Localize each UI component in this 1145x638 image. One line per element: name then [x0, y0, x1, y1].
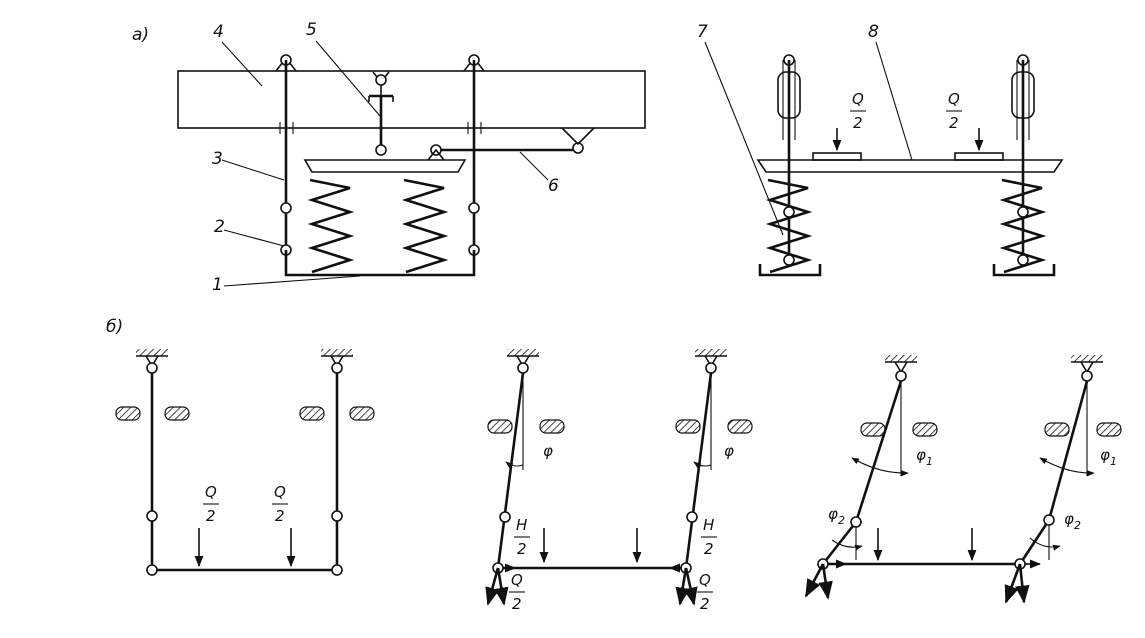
b1-load-left: Q 2	[203, 483, 219, 525]
load-fraction-left: Q 2	[850, 90, 866, 132]
svg-text:2: 2	[1074, 519, 1081, 532]
svg-text:2: 2	[700, 595, 710, 613]
svg-text:2: 2	[949, 114, 959, 132]
load-pad-right	[954, 152, 1004, 161]
svg-text:2: 2	[206, 507, 216, 525]
svg-text:1: 1	[1110, 455, 1117, 468]
label-1: 1	[212, 275, 223, 295]
label-4: 4	[213, 22, 224, 42]
b1-load-right: Q 2	[272, 483, 288, 525]
b2-h-right: H 2	[701, 516, 717, 558]
b3-angle-phi1-left: φ 1	[916, 446, 933, 468]
b3-angle-phi2-right: φ 2	[1064, 510, 1081, 532]
svg-text:H: H	[516, 516, 527, 534]
schematic-deflected-phi	[485, 349, 753, 606]
svg-text:2: 2	[275, 507, 285, 525]
b3-angle-phi2-left: φ 2	[828, 505, 845, 527]
svg-text:Q: Q	[274, 483, 286, 501]
car-body-beam	[177, 70, 646, 129]
svg-text:2: 2	[853, 114, 863, 132]
centre-pivot-top	[375, 74, 387, 86]
svg-text:2: 2	[512, 595, 522, 613]
label-3: 3	[212, 149, 223, 169]
label-2: 2	[214, 217, 225, 237]
b2-q-left: Q 2	[509, 571, 525, 613]
b2-angle-right: φ	[724, 442, 734, 460]
b2-angle-left: φ	[543, 442, 553, 460]
svg-text:φ: φ	[828, 505, 838, 523]
right-coil-spring	[999, 178, 1047, 274]
svg-text:Q: Q	[948, 90, 960, 108]
left-hanger-joint	[280, 202, 292, 214]
left-spring-cup	[758, 264, 822, 277]
svg-text:H: H	[703, 516, 714, 534]
left-coil-spring	[765, 178, 813, 274]
load-pad-left	[812, 152, 862, 161]
spring-plank	[284, 250, 476, 277]
svg-text:Q: Q	[699, 571, 711, 589]
bolster-8	[756, 159, 1064, 173]
label-6: 6	[548, 176, 559, 196]
right-spring-cup	[992, 264, 1056, 277]
schematic-neutral	[115, 349, 375, 576]
svg-text:Q: Q	[852, 90, 864, 108]
label-8: 8	[868, 22, 879, 42]
svg-text:2: 2	[517, 540, 527, 558]
svg-text:2: 2	[704, 540, 714, 558]
label-5: 5	[306, 20, 317, 40]
label-7: 7	[697, 22, 708, 42]
panel-label-b: б)	[106, 317, 123, 337]
schematic-deflected-phi1-phi2	[804, 355, 1122, 604]
svg-text:Q: Q	[511, 571, 523, 589]
centre-pivot-bottom	[375, 144, 387, 156]
svg-text:φ: φ	[1064, 510, 1074, 528]
svg-text:2: 2	[838, 514, 845, 527]
b2-h-left: H 2	[514, 516, 530, 558]
svg-text:φ: φ	[1100, 446, 1110, 464]
b3-angle-phi1-right: φ 1	[1100, 446, 1117, 468]
load-fraction-right: Q 2	[946, 90, 962, 132]
svg-text:φ: φ	[916, 446, 926, 464]
b2-q-right: Q 2	[697, 571, 713, 613]
left-spring	[307, 178, 355, 274]
bolster	[303, 159, 467, 173]
panel-label-a: а)	[132, 25, 149, 45]
svg-text:1: 1	[926, 455, 933, 468]
right-spring	[401, 178, 449, 274]
right-hanger-joint	[468, 202, 480, 214]
svg-text:Q: Q	[205, 483, 217, 501]
